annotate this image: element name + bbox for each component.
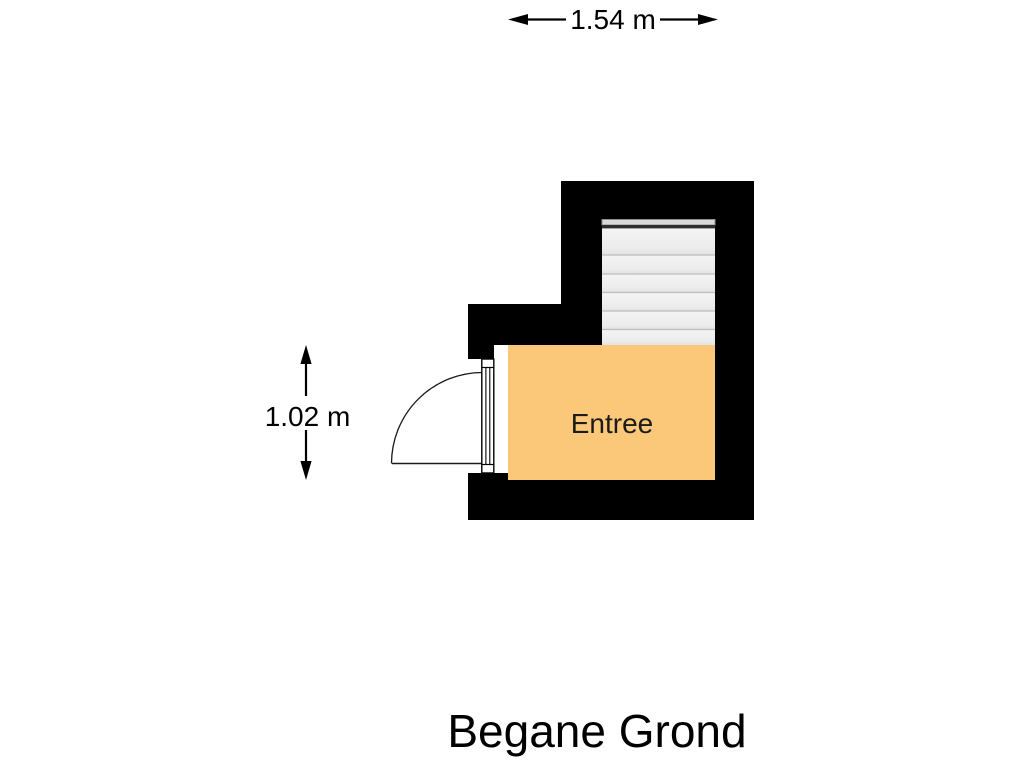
stair-tread <box>602 228 715 255</box>
wall-above-door <box>468 345 494 359</box>
stair-tread <box>602 274 715 293</box>
wall-left-extension <box>468 304 561 345</box>
stair-step-dividers <box>602 254 715 331</box>
walls <box>468 181 754 520</box>
arrowhead-right-icon <box>698 14 718 25</box>
room-entree-floor <box>508 345 715 480</box>
stair-top-edge <box>602 225 715 229</box>
stair-tread <box>602 311 715 330</box>
stair-landing-strip <box>601 219 716 226</box>
arrowhead-left-icon <box>508 14 528 25</box>
wall-bottom <box>468 480 754 520</box>
width-dimension-label: 1.54 m <box>570 4 656 35</box>
room-label: Entree <box>571 408 654 439</box>
door-frame <box>481 358 495 474</box>
wall-stair-left <box>561 181 602 345</box>
arrowhead-up-icon <box>300 345 312 364</box>
wall-right <box>715 181 754 520</box>
door <box>390 358 495 474</box>
width-dimension: 1.54 m <box>508 4 718 35</box>
stair-tread <box>602 292 715 311</box>
staircase <box>601 219 716 345</box>
stair-tread <box>602 329 715 345</box>
floor-title: Begane Grond <box>447 705 746 757</box>
stair-tread <box>602 255 715 274</box>
height-dimension-label: 1.02 m <box>265 401 351 432</box>
arrowhead-down-icon <box>300 461 312 480</box>
height-dimension: 1.02 m <box>265 345 351 480</box>
door-swing-arc <box>390 371 483 464</box>
